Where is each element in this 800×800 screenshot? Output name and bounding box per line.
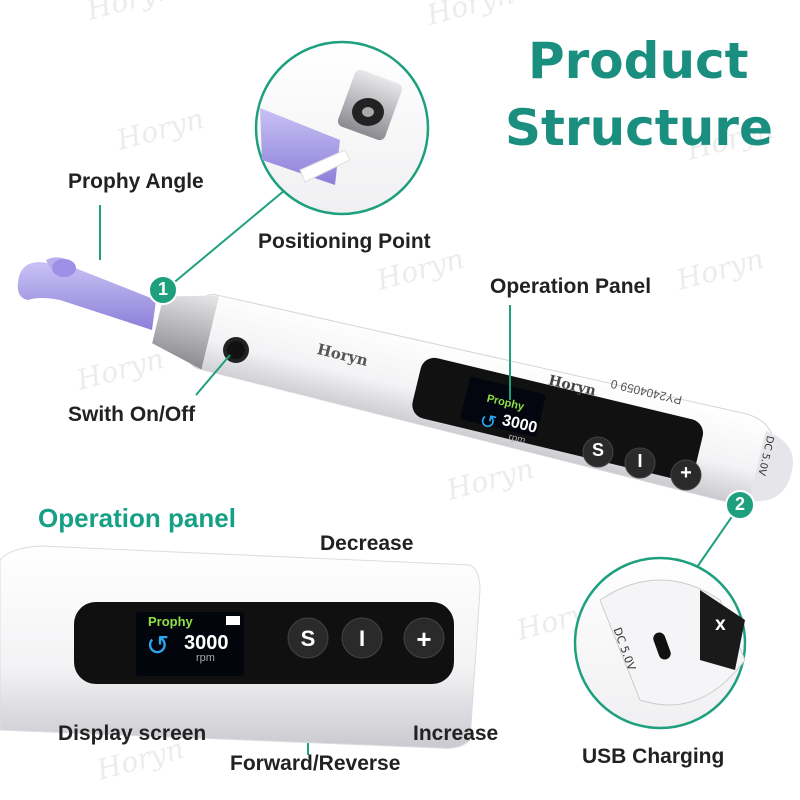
svg-text:Horyn: Horyn (442, 452, 537, 507)
badge-2 (725, 490, 755, 520)
rotation-arrow-icon: ↺ (477, 409, 499, 436)
label-increase: Increase (413, 722, 499, 745)
prophy-angle-graphic (17, 257, 156, 330)
section-operation-panel: Operation panel (38, 503, 236, 533)
page-title-line1: Product (528, 32, 749, 90)
svg-text:Horyn: Horyn (72, 342, 167, 397)
magnifier-usb: X DC 5.0V (573, 556, 747, 730)
closeup-screen-mode: Prophy (148, 614, 193, 629)
badge-1-number: 1 (157, 279, 168, 299)
main-button-s: S (591, 440, 604, 460)
badge-1 (148, 275, 178, 305)
svg-text:Horyn: Horyn (112, 102, 207, 157)
panel-closeup (0, 545, 481, 749)
svg-text:Horyn: Horyn (422, 0, 517, 32)
label-decrease: Decrease (320, 532, 414, 555)
svg-text:Horyn: Horyn (82, 0, 177, 27)
label-usb-charging: USB Charging (582, 745, 725, 768)
label-positioning-point: Positioning Point (258, 230, 431, 253)
svg-text:Horyn: Horyn (672, 242, 767, 297)
magnifier-positioning-point (254, 40, 430, 216)
closeup-screen-speed: 3000 (184, 632, 229, 654)
main-button-plus: + (680, 462, 692, 484)
page-title-line2: Structure (505, 99, 773, 157)
handpiece: Horyn (152, 294, 793, 503)
label-display-screen: Display screen (58, 722, 207, 745)
battery-icon (226, 616, 240, 625)
label-forward-reverse: Forward/Reverse (230, 752, 401, 775)
closeup-button-plus: + (416, 624, 432, 654)
main-panel-buttons (582, 436, 702, 491)
closeup-button-i: I (358, 626, 366, 651)
closeup-button-s: S (300, 626, 316, 651)
label-switch: Swith On/Off (68, 403, 196, 426)
svg-text:X: X (715, 618, 726, 634)
label-prophy-angle: Prophy Angle (68, 170, 204, 193)
badge-2-number: 2 (734, 494, 745, 514)
main-button-i: I (637, 451, 643, 471)
closeup-screen-unit: rpm (196, 652, 215, 664)
closeup-rotation-arrow-icon: ↺ (146, 630, 170, 661)
label-operation-panel: Operation Panel (490, 275, 652, 298)
closeup-screen: Prophy ↺ 3000 rpm (140, 612, 244, 676)
